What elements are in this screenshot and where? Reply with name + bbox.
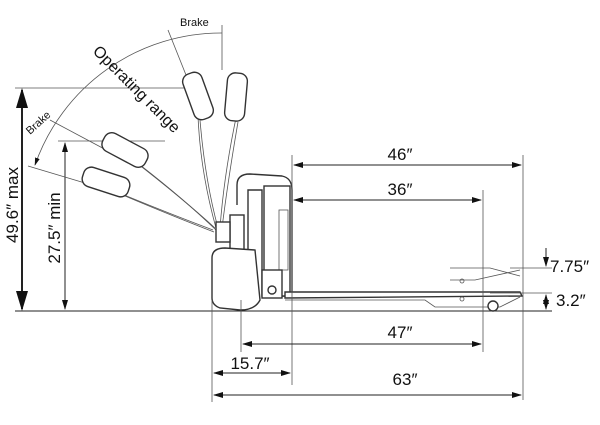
dim-15-7: 15.7″ <box>213 354 291 376</box>
height-max-label: 49.6″ max <box>3 167 22 243</box>
tiller-handles <box>81 71 249 233</box>
height-max-dimension: 49.6″ max <box>3 87 195 311</box>
handle-mid <box>101 132 149 168</box>
dim-63: 63″ <box>213 370 522 398</box>
handle-upper-left <box>181 71 215 121</box>
operating-range-label: Operating range <box>89 43 183 137</box>
dim-15-7-label: 15.7″ <box>230 354 269 373</box>
handle-low <box>81 166 131 198</box>
dim-36-label: 36″ <box>388 180 413 199</box>
height-min-label: 27.5″ min <box>45 192 64 263</box>
dim-3-2-label: 3.2″ <box>556 291 586 310</box>
dim-3-2: 3.2″ <box>543 291 586 310</box>
height-min-dimension: 27.5″ min <box>45 140 165 310</box>
dim-46: 46″ <box>293 145 522 168</box>
dim-47: 47″ <box>242 323 482 347</box>
dim-7-75-label: 7.75″ <box>550 257 589 276</box>
dim-36: 36″ <box>293 180 482 203</box>
dim-47-label: 47″ <box>388 323 413 342</box>
dim-63-label: 63″ <box>393 370 418 389</box>
pallet-truck-body <box>211 173 524 312</box>
brake-top-label: Brake <box>180 17 209 29</box>
dim-7-75: 7.75″ <box>543 248 589 276</box>
handle-upper-right <box>223 72 249 122</box>
dim-46-label: 46″ <box>388 145 413 164</box>
